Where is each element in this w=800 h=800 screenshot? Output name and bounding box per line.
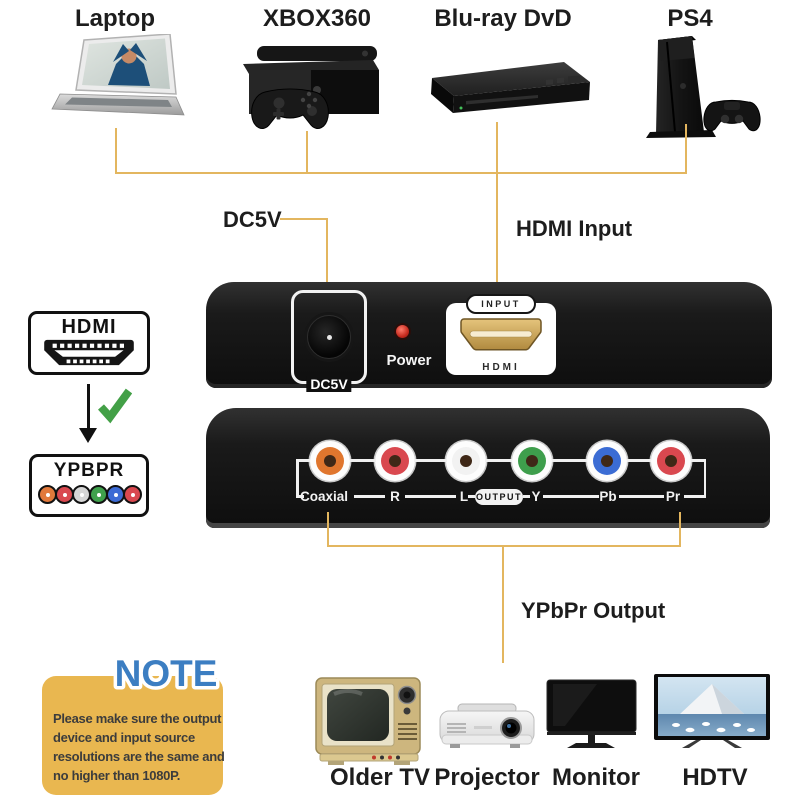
ps4-icon — [646, 36, 761, 138]
component-pr-jack — [657, 447, 685, 475]
panel-bracket — [296, 459, 310, 462]
hdmi-port-label: HDMI — [482, 362, 520, 373]
label-older-tv: Older TV — [329, 764, 431, 791]
panel-dash — [468, 495, 475, 498]
ypbpr-badge: YPBPR — [29, 454, 149, 517]
panel-bracket — [296, 495, 304, 498]
connector-line-ps4 — [685, 124, 687, 174]
ypbpr-dot-row — [32, 485, 146, 504]
hdmi-connector-icon — [44, 339, 134, 366]
panel-dash — [523, 495, 530, 498]
panel-dash — [552, 459, 587, 462]
power-led — [396, 325, 409, 338]
xbox360-icon — [243, 46, 379, 129]
connector-line-bluray-to-hdmi — [496, 122, 498, 297]
label-ps4: PS4 — [667, 5, 713, 32]
check-icon — [98, 388, 132, 424]
input-pill-label: INPUT — [466, 294, 536, 314]
panel-dash — [405, 495, 456, 498]
panel-dash — [354, 495, 385, 498]
converter-bottom-panel: Coaxial R L OUTPUT Y Pb Pr — [206, 408, 770, 528]
label-monitor: Monitor — [552, 764, 640, 791]
hdmi-input-port: INPUT HDMI — [446, 294, 556, 375]
panel-dash — [684, 495, 698, 498]
panel-bracket — [691, 459, 706, 462]
hdmi-plug-icon — [460, 318, 542, 351]
panel-dash — [414, 459, 447, 462]
panel-dash — [543, 495, 599, 498]
connector-bus-top — [115, 172, 687, 174]
older-tv-icon — [315, 677, 421, 765]
dc-jack — [307, 315, 351, 359]
component-pr-label: Pr — [665, 489, 681, 504]
label-laptop: Laptop — [75, 5, 155, 32]
component-y-label: Y — [531, 489, 541, 504]
svg-text:NOTE: NOTE — [115, 653, 218, 694]
down-arrow-head — [79, 428, 97, 443]
coaxial-jack — [316, 447, 344, 475]
ypbpr-dot-red2 — [123, 485, 142, 504]
hdmi-badge: HDMI — [28, 311, 150, 375]
power-label: Power — [386, 352, 432, 369]
note-line-3: resolutions are the same and — [53, 749, 225, 764]
ypbpr-output-callout: YPbPr Output — [521, 598, 666, 623]
hdmi-badge-label: HDMI — [61, 316, 117, 338]
component-y-jack — [518, 447, 546, 475]
component-pb-jack — [593, 447, 621, 475]
output-pill-label: OUTPUT — [475, 489, 523, 505]
bluray-player-icon — [431, 62, 590, 113]
panel-bracket — [703, 459, 706, 497]
audio-r-label: R — [390, 489, 400, 504]
output-bus — [327, 545, 681, 547]
hdmi-input-callout: HDMI Input — [516, 216, 633, 241]
connector-line-dc5v-h — [280, 218, 328, 220]
panel-bracket — [296, 459, 299, 497]
hdtv-icon — [654, 674, 770, 748]
dc-port-label: DC5V — [306, 376, 352, 392]
note-line-2: device and input source — [53, 730, 195, 745]
projector-icon — [439, 703, 535, 748]
label-projector: Projector — [434, 764, 540, 791]
label-bluray: Blu-ray DvD — [434, 5, 572, 32]
audio-l-jack — [452, 447, 480, 475]
dc5v-callout: DC5V — [223, 207, 282, 232]
output-line-left — [327, 512, 329, 547]
laptop-icon — [51, 34, 185, 116]
coaxial-label: Coaxial — [299, 489, 349, 504]
dc-port-outline: DC5V — [291, 290, 367, 392]
label-hdtv: HDTV — [682, 764, 748, 791]
note-box: Please make sure the output device and i… — [42, 676, 225, 795]
connector-line-xbox — [306, 131, 308, 174]
down-arrow — [87, 384, 90, 430]
converter-top-panel: DC5V Power INPUT HDMI — [206, 282, 772, 392]
audio-r-jack — [381, 447, 409, 475]
ypbpr-badge-label: YPBPR — [53, 460, 125, 481]
monitor-icon — [546, 679, 637, 748]
connector-line-laptop — [115, 128, 117, 174]
connector-line-dc5v-v — [326, 218, 328, 292]
output-line-right — [679, 512, 681, 547]
note-title: NOTE — [111, 650, 221, 698]
note-line-4: no higher than 1080P. — [53, 768, 181, 783]
note-line-1: Please make sure the output — [53, 711, 222, 726]
component-pb-label: Pb — [599, 489, 617, 504]
output-line-center — [502, 545, 504, 663]
label-xbox360: XBOX360 — [262, 5, 372, 32]
audio-l-label: L — [459, 489, 469, 504]
panel-dash — [619, 495, 664, 498]
panel-dash — [485, 459, 512, 462]
panel-dash — [627, 459, 651, 462]
note-text: Please make sure the output device and i… — [53, 709, 225, 785]
panel-dash — [350, 459, 376, 462]
panel-bracket — [698, 495, 706, 498]
